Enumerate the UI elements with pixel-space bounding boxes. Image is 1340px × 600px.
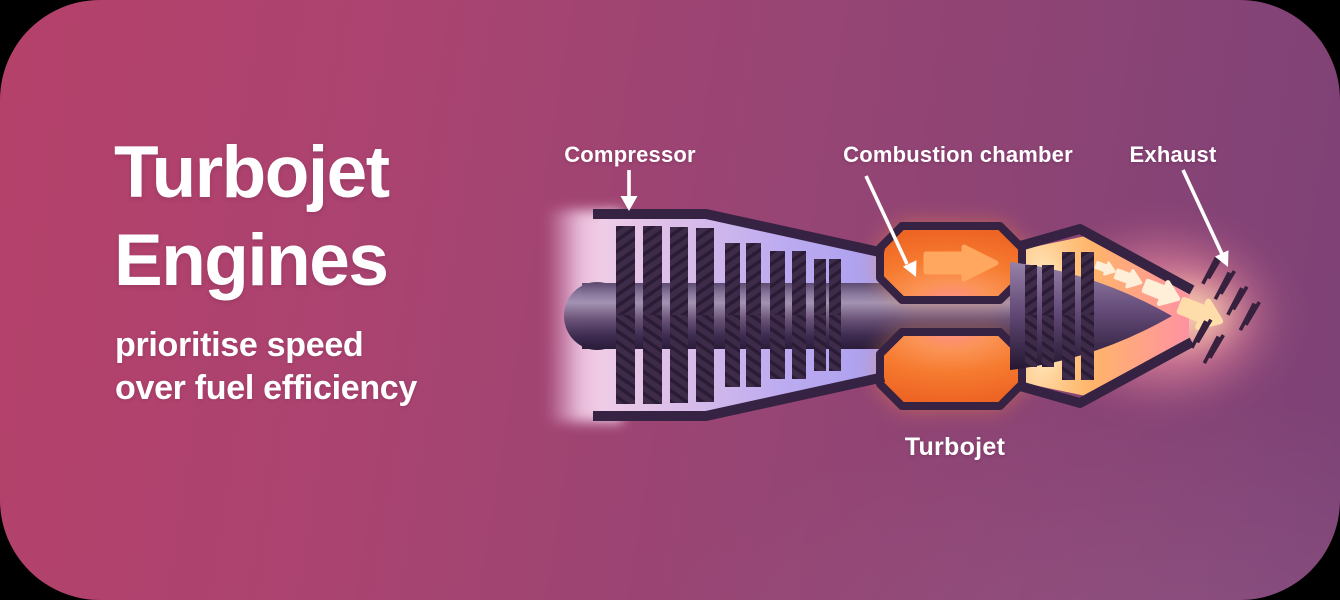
subtitle-line-1: prioritise speed bbox=[115, 326, 364, 364]
compressor-pointer-arrow-icon bbox=[620, 170, 638, 211]
combustion-chamber-label: Combustion chamber bbox=[843, 142, 1073, 167]
subtitle-line-2: over fuel efficiency bbox=[115, 369, 418, 407]
title-line-1: Turbojet bbox=[114, 132, 390, 213]
exhaust-label: Exhaust bbox=[1129, 142, 1217, 167]
compressor-label: Compressor bbox=[564, 142, 696, 167]
turbine-blades bbox=[1025, 252, 1094, 380]
combustion-chamber-bottom bbox=[876, 328, 1026, 410]
combustion-pointer-arrow-icon bbox=[864, 175, 917, 277]
combustion-chamber-top bbox=[876, 222, 1026, 304]
combustion-flow-arrow-icon bbox=[923, 244, 999, 282]
exhaust-pointer-arrow-icon bbox=[1181, 169, 1229, 267]
engine-casing bbox=[593, 209, 886, 421]
title-line-2: Engines bbox=[114, 220, 389, 301]
page-title: Turbojet Engines bbox=[114, 129, 390, 305]
compressor-blades bbox=[616, 226, 841, 404]
page-subtitle: prioritise speed over fuel efficiency bbox=[115, 324, 417, 410]
exhaust-nozzle bbox=[1018, 224, 1195, 408]
engine-caption: Turbojet bbox=[904, 433, 1006, 461]
